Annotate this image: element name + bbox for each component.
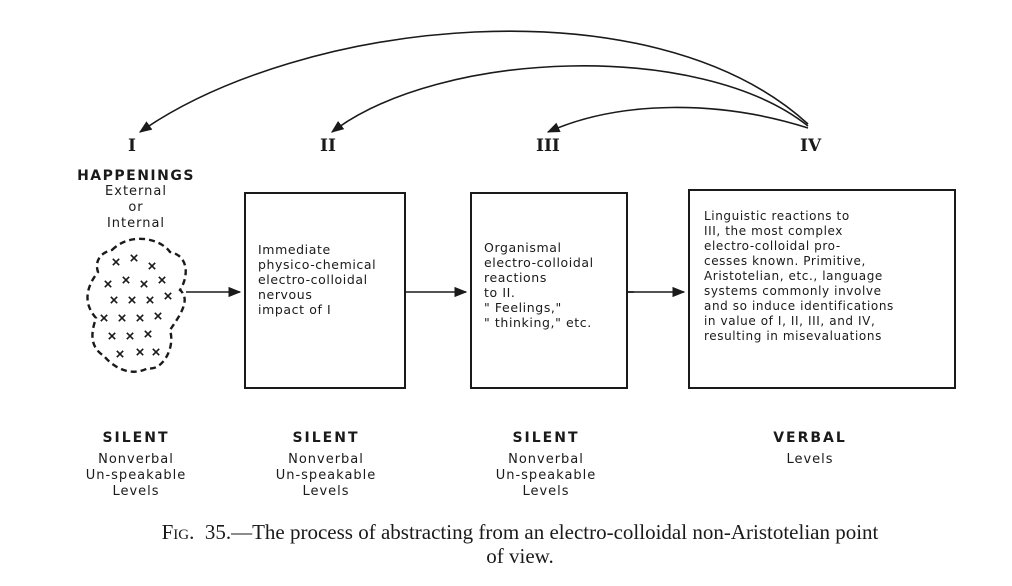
happenings-line3: Internal	[106, 216, 166, 231]
level-two-label: II	[320, 136, 336, 156]
box-level-three: Organismal electro-colloidal reactions t…	[470, 192, 628, 389]
level-four-label: IV	[800, 136, 822, 156]
box4-line: Linguistic reactions to	[704, 209, 850, 223]
footer-line: Levels	[302, 484, 350, 499]
box4-line: Aristotelian, etc., language	[704, 269, 883, 283]
cross-mark	[140, 280, 148, 288]
box2-line: nervous	[258, 287, 313, 302]
cross-mark	[148, 262, 156, 270]
cross-mark	[128, 296, 136, 304]
cross-mark	[110, 296, 118, 304]
footer-line: Un-speakable	[275, 468, 377, 483]
cross-mark	[108, 332, 116, 340]
happenings-line1: External	[105, 184, 167, 199]
box4-line: systems commonly involve	[704, 284, 882, 298]
footer-line: Nonverbal	[98, 452, 174, 467]
box-level-four: Linguistic reactions to III, the most co…	[688, 189, 956, 389]
level-three-label: III	[536, 136, 560, 156]
level-one-label: I	[128, 136, 136, 156]
happenings-title: HAPPENINGS	[77, 168, 195, 184]
cross-mark	[130, 254, 138, 262]
arrow-iv-to-iii	[546, 106, 809, 133]
cross-mark	[136, 314, 144, 322]
footer-title: VERBAL	[773, 430, 847, 446]
box3-line: " Feelings,"	[484, 300, 562, 315]
footer-line: Levels	[112, 484, 160, 499]
blob-crosses	[100, 254, 172, 358]
footer-level-three: SILENT Nonverbal Un-speakable Levels	[476, 430, 616, 500]
cross-mark	[104, 280, 112, 288]
footer-level-two: SILENT Nonverbal Un-speakable Levels	[256, 430, 396, 500]
footer-line: Levels	[522, 484, 570, 499]
cross-mark	[164, 292, 172, 300]
box4-line: cesses known. Primitive,	[704, 254, 866, 268]
cross-mark	[112, 258, 120, 266]
footer-title: SILENT	[292, 430, 360, 446]
figure-caption: Fig. 35.—The process of abstracting from…	[60, 520, 980, 568]
happenings-line2: or	[128, 200, 144, 215]
box2-line: physico-chemical	[258, 257, 377, 272]
footer-line: Nonverbal	[508, 452, 584, 467]
box-level-two-text: Immediate physico-chemical electro-collo…	[258, 242, 376, 317]
footer-title: SILENT	[102, 430, 170, 446]
caption-line1: —The process of abstracting from an elec…	[231, 520, 879, 544]
happenings-label: HAPPENINGS External or Internal	[66, 168, 206, 232]
box-level-two: Immediate physico-chemical electro-collo…	[244, 192, 406, 389]
arrow-iv-to-i	[138, 30, 809, 133]
box3-line: Organismal	[484, 240, 562, 255]
box2-line: electro-colloidal	[258, 272, 368, 287]
box2-line: Immediate	[258, 242, 331, 257]
box2-line: impact of I	[258, 302, 332, 317]
box4-line: and so induce identifications	[704, 299, 894, 313]
footer-title: SILENT	[512, 430, 580, 446]
box3-line: " thinking," etc.	[484, 315, 592, 330]
caption-fig: Fig.	[161, 520, 195, 544]
box4-line: electro-colloidal pro-	[704, 239, 841, 253]
footer-line: Nonverbal	[288, 452, 364, 467]
footer-line: Un-speakable	[495, 468, 597, 483]
caption-number: 35.	[204, 520, 232, 544]
cross-mark	[154, 312, 162, 320]
cross-mark	[116, 350, 124, 358]
cross-mark	[146, 296, 154, 304]
cross-mark	[136, 348, 144, 356]
box3-line: electro-colloidal	[484, 255, 594, 270]
footer-line: Un-speakable	[85, 468, 187, 483]
cross-mark	[158, 276, 166, 284]
cross-mark	[152, 348, 160, 356]
happenings-blob	[86, 237, 187, 373]
footer-level-four: VERBAL Levels	[740, 430, 880, 468]
cross-mark	[122, 276, 130, 284]
cross-mark	[100, 314, 108, 322]
box-level-four-text: Linguistic reactions to III, the most co…	[704, 209, 894, 344]
cross-mark	[126, 332, 134, 340]
cross-mark	[144, 330, 152, 338]
cross-mark	[118, 314, 126, 322]
footer-level-one: SILENT Nonverbal Un-speakable Levels	[66, 430, 206, 500]
box3-line: to II.	[484, 285, 516, 300]
caption-line2: of view.	[486, 544, 554, 568]
box4-line: in value of I, II, III, and IV,	[704, 314, 876, 328]
arrow-iv-to-ii	[330, 65, 809, 133]
box4-line: III, the most complex	[704, 224, 844, 238]
box3-line: reactions	[484, 270, 547, 285]
box-level-three-text: Organismal electro-colloidal reactions t…	[484, 240, 594, 330]
footer-line: Levels	[786, 452, 834, 467]
box4-line: resulting in misevaluations	[704, 329, 882, 343]
